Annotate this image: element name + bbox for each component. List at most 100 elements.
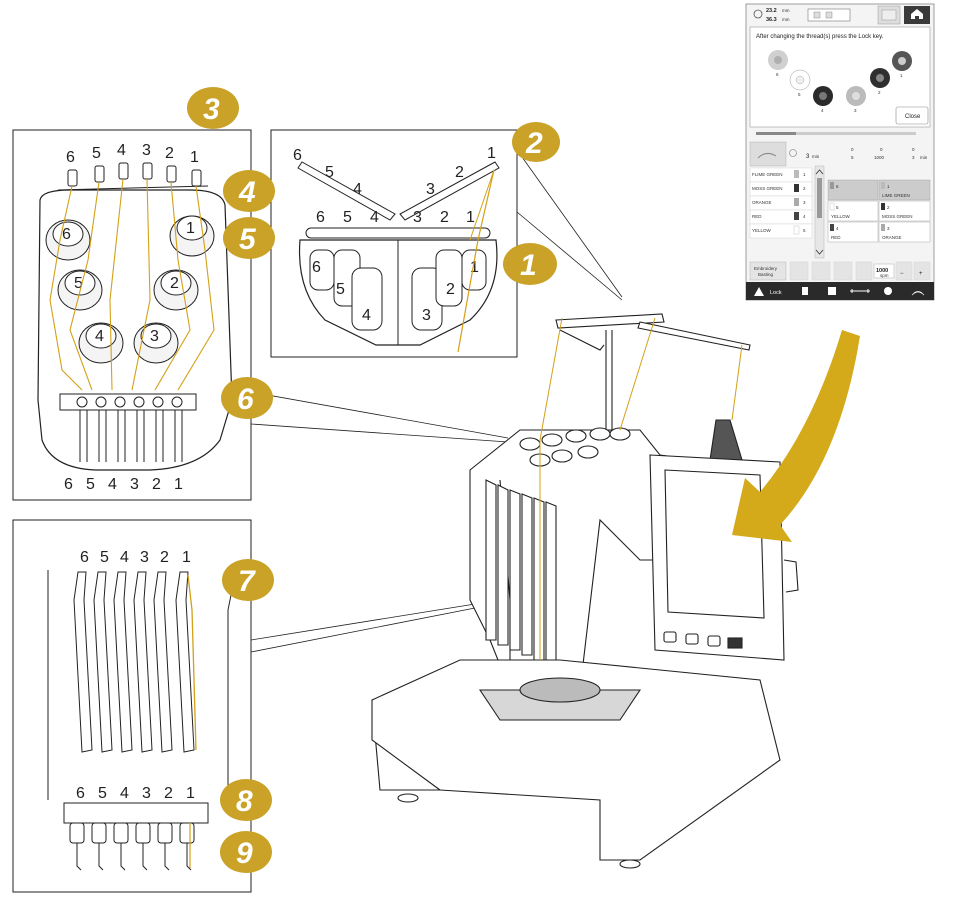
svg-text:RED: RED	[752, 214, 762, 219]
time-top: 0	[912, 147, 915, 152]
lcd-screen-inset: 23.2 mm 36.3 mm After changing the threa…	[745, 3, 935, 301]
needle-bottom-num-4: 4	[120, 785, 129, 802]
svg-text:3: 3	[203, 93, 220, 126]
svg-text:7: 7	[238, 565, 256, 598]
needle-top-num-6: 6	[80, 549, 89, 566]
speed-unit: spm	[880, 273, 889, 278]
svg-text:1: 1	[803, 172, 806, 177]
svg-text:2: 2	[803, 186, 806, 191]
svg-text:4: 4	[803, 214, 806, 219]
embroidery-basting-button[interactable]	[749, 261, 787, 281]
svg-text:1: 1	[887, 184, 890, 189]
spool-label-5: 5	[74, 275, 83, 292]
badge-9: 9	[220, 831, 272, 873]
status-bar	[746, 282, 934, 300]
wifi-icon	[911, 291, 925, 296]
svg-text:5: 5	[836, 205, 839, 210]
embroidery-basting-label-2: Basting	[758, 272, 774, 277]
speed-plus-label: +	[919, 271, 923, 277]
svg-text:4: 4	[836, 226, 839, 231]
stand-arm-num-6: 6	[293, 147, 302, 164]
scroll-up-icon[interactable]	[815, 169, 824, 175]
lock-button[interactable]: Lock	[770, 290, 782, 296]
time-bottom: 3	[912, 155, 915, 160]
warning-icon	[754, 287, 764, 296]
stand-row-num-6: 6	[316, 209, 325, 226]
guide-bottom-3: 3	[130, 476, 139, 493]
stand-arm-num-1: 1	[487, 145, 496, 162]
thread-trim-icon[interactable]	[850, 289, 870, 293]
embroidery-machine	[371, 313, 799, 869]
svg-text:LIME GREEN: LIME GREEN	[882, 193, 910, 198]
badge-4: 4	[223, 170, 275, 212]
speed-plus-button[interactable]	[913, 261, 931, 281]
home-icon	[911, 9, 923, 19]
svg-text:2: 2	[878, 90, 881, 95]
svg-text:ORANGE: ORANGE	[752, 200, 772, 205]
curved-arrow	[732, 330, 860, 542]
badge-6: 6	[221, 377, 273, 419]
panel-spool-stand: 6 5 4 3 2 1 6 5 4 3 2 1 6 5 4 3 2	[270, 129, 518, 358]
dim-width-unit: mm	[782, 8, 790, 13]
spool-label-2: 2	[170, 275, 179, 292]
stand-row-num-4: 4	[370, 209, 379, 226]
close-button[interactable]	[895, 106, 929, 125]
speed-value: 1000	[876, 268, 888, 274]
stitch-count-top: 0	[880, 147, 883, 152]
svg-text:5: 5	[798, 92, 801, 97]
guide-threads	[49, 178, 215, 391]
svg-text:8: 8	[236, 785, 253, 818]
close-button-label: Close	[905, 114, 921, 120]
toolbar-key-1[interactable]	[789, 261, 809, 281]
svg-text:5: 5	[239, 223, 257, 256]
dim-height: 36.3	[766, 17, 777, 23]
speed-display	[873, 263, 895, 279]
guide-num-5: 5	[92, 145, 101, 162]
spool-label-4: 4	[95, 328, 104, 345]
stitch-time: 3	[806, 154, 810, 160]
progress-fill	[756, 132, 796, 135]
time-unit: min	[920, 155, 928, 160]
stand-row-num-1: 1	[466, 209, 475, 226]
panel-thread-guides: 6 5 4 3 2 1 6 1	[12, 129, 252, 501]
svg-text:RED: RED	[831, 235, 841, 240]
scroll-thumb[interactable]	[817, 178, 822, 218]
stitch-time-unit: min	[812, 154, 820, 159]
settings-icon[interactable]	[884, 287, 892, 295]
stand-arm-num-3: 3	[426, 181, 435, 198]
toolbar-key-2[interactable]	[811, 261, 831, 281]
needle-bottom-num-1: 1	[186, 785, 195, 802]
guide-bottom-5: 5	[86, 476, 95, 493]
view-thumbnail[interactable]	[749, 141, 787, 167]
svg-text:3: 3	[803, 200, 806, 205]
svg-text:FLIME GREEN: FLIME GREEN	[752, 172, 783, 177]
dialog-spools: 6 5 4 3 2 1	[768, 50, 912, 113]
needle-bottom-num-2: 2	[164, 785, 173, 802]
spool-label-3: 3	[150, 328, 159, 345]
svg-text:3: 3	[854, 108, 857, 113]
count-top: 0	[851, 147, 854, 152]
stand-row-num-2: 2	[440, 209, 449, 226]
guide-bottom-6: 6	[64, 476, 73, 493]
needle-top-num-2: 2	[160, 549, 169, 566]
toolbar-key-4[interactable]	[855, 261, 873, 281]
scroll-down-icon[interactable]	[815, 249, 824, 255]
svg-text:YELLOW: YELLOW	[831, 214, 851, 219]
needle-icon	[753, 9, 763, 19]
help-icon[interactable]	[828, 287, 836, 295]
speed-minus-button[interactable]	[895, 261, 913, 281]
needle-bottom-num-5: 5	[98, 785, 107, 802]
toolbar-key-3[interactable]	[833, 261, 853, 281]
needle-top-num-4: 4	[120, 549, 129, 566]
svg-text:5: 5	[803, 228, 806, 233]
stand-arm-num-2: 2	[455, 164, 464, 181]
embroidery-basting-label-1: Embroidery	[754, 266, 778, 271]
stand-spool-6: 6	[312, 259, 321, 276]
svg-text:9: 9	[236, 837, 253, 870]
document-icon[interactable]	[802, 287, 808, 295]
svg-text:6: 6	[836, 184, 839, 189]
svg-text:3: 3	[887, 226, 890, 231]
count-bottom: 5	[851, 155, 854, 160]
stand-arm-num-5: 5	[325, 164, 334, 181]
